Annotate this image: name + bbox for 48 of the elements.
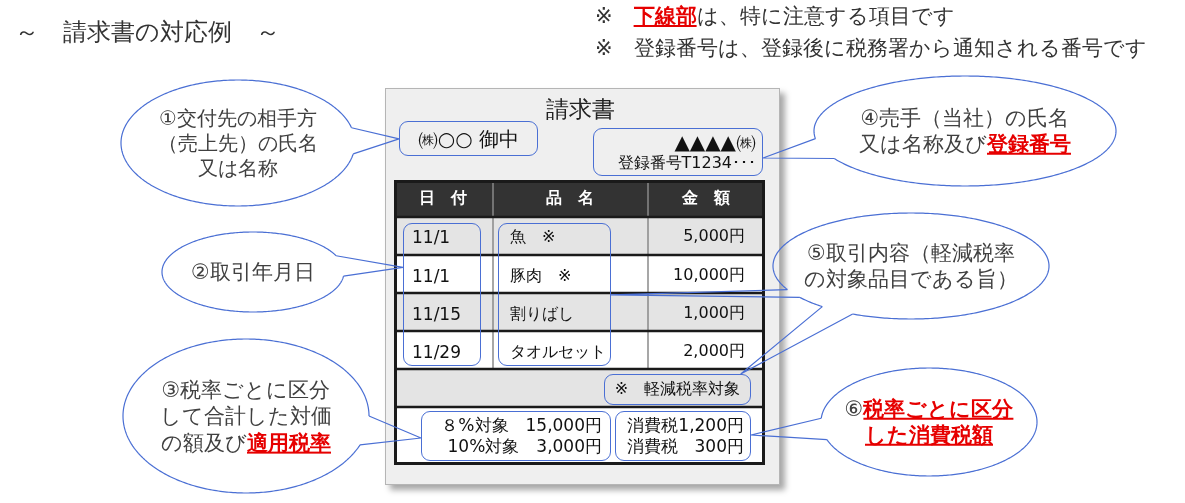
callout-text: ④売手（当社）の氏名又は名称及び登録番号 — [858, 104, 1072, 158]
tax-amount-text: 消費税1,200円 — [627, 414, 744, 436]
recipient-name: ㈱○○ 御中 — [417, 126, 520, 151]
highlight-frame — [403, 223, 481, 366]
column-header: 日 付 — [419, 188, 467, 208]
callout-tail — [750, 417, 828, 441]
highlight-frame — [421, 411, 611, 461]
note-text: ※ 登録番号は、登録後に税務署から通知される番号です — [595, 36, 1147, 62]
callout-tail — [335, 255, 404, 277]
date-text: 11/1 — [412, 226, 451, 248]
callout-tail — [350, 127, 400, 155]
tax-amount-text: 消費税 300円 — [626, 435, 744, 457]
date-text: 11/1 — [412, 265, 451, 287]
reduced-rate-note: ※ 軽減税率対象 — [614, 379, 741, 399]
highlight-frame — [399, 121, 538, 156]
highlight-frame — [498, 223, 611, 366]
invoice-title: 請求書 — [545, 96, 615, 124]
item-name: 割りばし — [510, 304, 574, 324]
callout-tail — [610, 288, 801, 299]
amount-text: 1,000円 — [683, 303, 745, 323]
item-name: 魚 ※ — [510, 227, 556, 247]
highlight-frame — [615, 411, 751, 461]
item-name: 豚肉 ※ — [510, 266, 572, 286]
date-text: 11/15 — [412, 303, 461, 325]
callout-text: ②取引年月日 — [191, 258, 315, 286]
highlight-frame — [604, 374, 751, 405]
callout-text: ③税率ごとに区分して合計した対価の額及び適用税率 — [160, 376, 332, 456]
amount-text: 5,000円 — [683, 226, 745, 246]
amount-text: 10,000円 — [673, 265, 745, 285]
subtotal-text: 10%対象 3,000円 — [447, 435, 602, 457]
note-text: ※ 下線部は、特に注意する項目です — [595, 4, 955, 30]
callout-text: ⑤取引内容（軽減税率の対象品目である旨） — [803, 239, 1019, 293]
highlight-frame — [593, 128, 763, 176]
callout-tail — [359, 415, 422, 446]
callout-tail — [740, 306, 854, 375]
column-header: 品 名 — [546, 188, 594, 208]
date-text: 11/29 — [412, 341, 461, 363]
callout-text: ⑥税率ごとに区分した消費税額 — [843, 395, 1015, 449]
subtotal-text: ８%対象 15,000円 — [441, 414, 602, 436]
item-name: タオルセット — [510, 342, 606, 362]
amount-text: 2,000円 — [683, 341, 745, 361]
callout-tail — [762, 138, 835, 160]
registration-number: 登録番号T1234･･･ — [617, 153, 756, 173]
callout-text: ①交付先の相手方（売上先）の氏名又は名称 — [157, 105, 319, 181]
seller-name: ▲▲▲▲㈱ — [674, 130, 756, 154]
invoice-sheet — [385, 88, 780, 485]
page-title: ～ 請求書の対応例 ～ — [15, 18, 280, 47]
column-header: 金 額 — [682, 188, 730, 208]
